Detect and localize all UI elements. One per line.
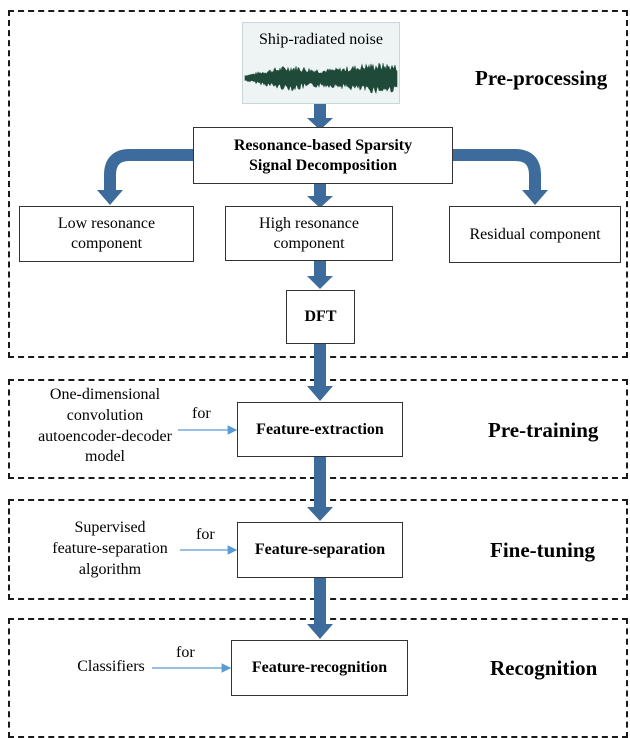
separation-source-text: Supervised feature-separation algorithm <box>20 518 200 580</box>
arrow-shaft <box>314 261 326 278</box>
feature-separation-box: Feature-separation <box>237 522 403 578</box>
separation-source-line: Supervised <box>74 519 146 536</box>
recognition-source-text: Classifiers <box>66 657 156 678</box>
flow-diagram: Ship-radiated noise Resonance-based Spar… <box>8 10 628 738</box>
feature-extraction-box: Feature-extraction <box>237 402 403 457</box>
high-resonance-box: High resonance component <box>225 206 393 261</box>
separation-source-line: feature-separation <box>52 539 168 557</box>
rssd-line1: Resonance-based Sparsity <box>233 136 413 154</box>
recognition-source-line: Classifiers <box>77 658 145 675</box>
low-resonance-box: Low resonance component <box>19 206 194 262</box>
waveform-image: Ship-radiated noise <box>242 22 400 104</box>
section-label-pretraining: Pre-training <box>488 418 599 442</box>
extraction-source-line: autoencoder-decoder <box>38 427 172 445</box>
waveform-title: Ship-radiated noise <box>259 31 383 48</box>
arrow-head <box>307 386 333 401</box>
arrow-head <box>307 118 333 130</box>
arrow-shaft <box>314 103 326 120</box>
extraction-source-text: One-dimensional convolution autoencoder-… <box>20 385 190 468</box>
arrows-layer <box>97 103 548 673</box>
arrow-shaft <box>314 578 326 626</box>
residual-component-box: Residual component <box>449 206 621 263</box>
section-label-finetuning: Fine-tuning <box>490 538 596 562</box>
separation-source-line: algorithm <box>78 560 142 578</box>
main-flow-arrows <box>97 103 548 639</box>
curved-arrow-left <box>104 149 193 192</box>
thin-arrows <box>152 425 238 673</box>
extraction-source-line: model <box>85 448 125 466</box>
dft-label: DFT <box>304 308 337 325</box>
low-line1: Low resonance <box>57 215 156 232</box>
arrow-head <box>307 276 333 289</box>
dft-box: DFT <box>286 290 355 344</box>
extraction-source-line: One-dimensional <box>49 386 161 403</box>
separation-for-label: for <box>196 526 215 543</box>
low-line2: component <box>70 235 143 252</box>
feature-recognition-label: Feature-recognition <box>251 659 388 676</box>
section-label-preprocessing: Pre-processing <box>475 66 608 90</box>
arrow-shaft <box>314 457 326 509</box>
feature-separation-label: Feature-separation <box>254 541 386 558</box>
arrow-head <box>522 190 548 205</box>
rssd-box: Resonance-based Sparsity Signal Decompos… <box>193 127 453 184</box>
residual-label: Residual component <box>469 225 601 243</box>
arrow-shaft <box>314 184 326 198</box>
waveform-signal <box>244 62 398 95</box>
recognition-for-label: for <box>176 644 195 661</box>
rssd-line2: Signal Decomposition <box>248 156 397 174</box>
high-line2: component <box>273 234 345 252</box>
arrow-head <box>307 624 333 639</box>
arrow-shaft <box>314 344 326 388</box>
arrow-head <box>307 507 333 521</box>
arrow-head <box>97 190 123 205</box>
high-line1: High resonance <box>259 214 359 232</box>
feature-recognition-box: Feature-recognition <box>231 640 408 696</box>
section-label-recognition: Recognition <box>490 656 598 680</box>
extraction-for-label: for <box>192 405 211 422</box>
extraction-source-line: convolution <box>66 406 144 424</box>
curved-arrow-right <box>453 149 541 192</box>
arrow-head <box>307 196 333 208</box>
feature-extraction-label: Feature-extraction <box>256 420 384 438</box>
